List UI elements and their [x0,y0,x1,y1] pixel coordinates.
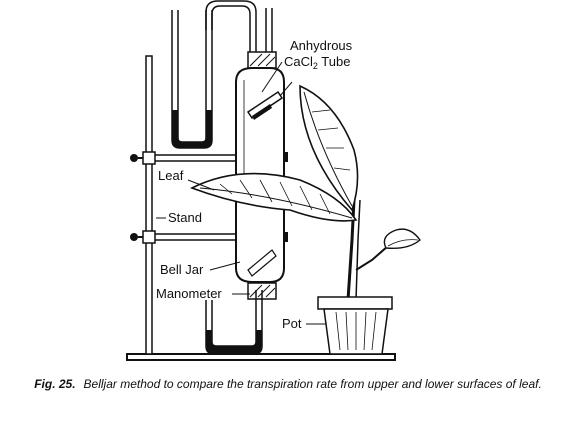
caption-text: Belljar method to compare the transpirat… [83,377,542,391]
label-bell-jar: Bell Jar [160,262,204,277]
lower-bell-jar [235,196,285,283]
stand-rod [145,55,153,355]
upper-bell-jar [235,67,285,190]
cacl2-tube [246,81,293,120]
label-anhydrous: Anhydrous [290,38,353,53]
label-cacl2-tube: CaCl2 Tube [284,54,350,71]
plant-stem [346,199,389,301]
leaf-upper [299,84,359,212]
label-leaf: Leaf [158,168,184,183]
belljar-diagram: Anhydrous CaCl2 Tube Leaf Stand Bell Jar… [126,0,421,361]
pot [317,296,393,355]
leader-lines [156,61,326,325]
base-platform [126,353,396,361]
figure-caption: Fig. 25. Belljar method to compare the tr… [0,376,576,393]
lower-clamp [130,230,288,244]
leaf-main [190,172,358,222]
figure-number: Fig. 25. [34,377,76,391]
label-manometer: Manometer [156,286,222,301]
label-stand: Stand [168,210,202,225]
label-pot: Pot [282,316,302,331]
leaf-small [383,228,421,250]
lower-manometer [205,290,263,355]
upper-cork [247,51,277,69]
